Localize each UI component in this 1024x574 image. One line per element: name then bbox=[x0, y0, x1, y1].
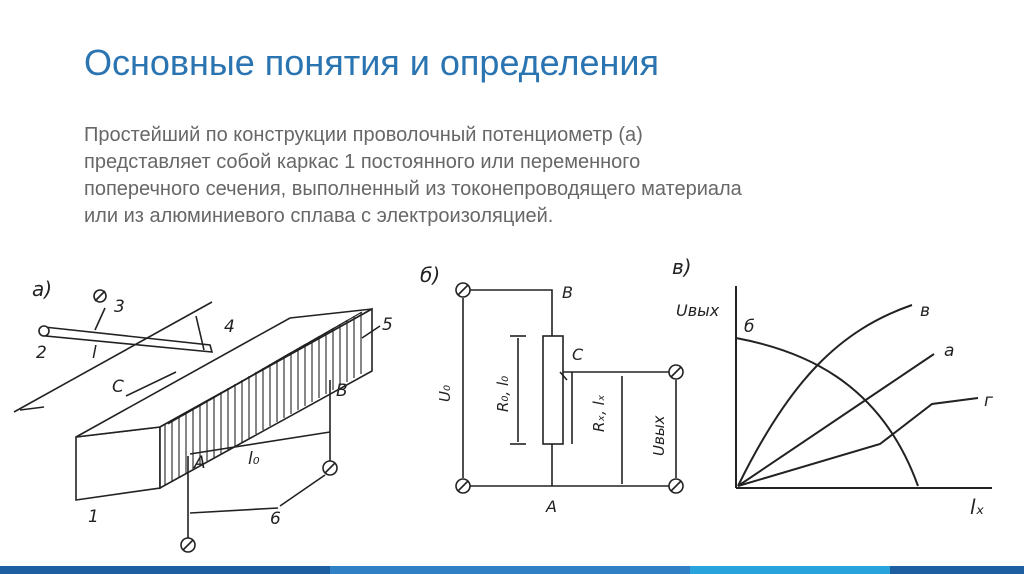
resistor bbox=[542, 335, 564, 445]
figure-b-label: б) bbox=[420, 263, 440, 287]
circuit-label-b: B bbox=[562, 283, 573, 302]
figure-c-label: в) bbox=[672, 255, 692, 279]
footer-stripe bbox=[0, 566, 1024, 574]
circuit-label-c: C bbox=[572, 345, 584, 364]
figure-a-label: а) bbox=[32, 277, 52, 301]
slide-paragraph: Простейший по конструкции проволочный по… bbox=[84, 122, 964, 230]
label-6: 6 bbox=[270, 509, 281, 529]
label-b: B bbox=[336, 381, 348, 401]
curve-b bbox=[735, 337, 919, 487]
circuit-label-r0: R₀, l₀ bbox=[494, 376, 512, 412]
label-l: l bbox=[92, 343, 97, 363]
stripe-segment bbox=[890, 566, 1024, 574]
frame-front bbox=[75, 426, 161, 501]
circuit-label-a: A bbox=[545, 497, 557, 516]
label-1: 1 bbox=[88, 507, 99, 527]
wire-winding bbox=[164, 311, 363, 485]
curve-b-label: б bbox=[744, 317, 754, 337]
paragraph-line: представляет собой каркас 1 постоянного … bbox=[84, 151, 641, 173]
label-4: 4 bbox=[224, 317, 235, 337]
figure-b: б) B C A U₀ R₀, l₀ Rₓ, lₓ Uвых bbox=[420, 263, 684, 516]
label-5: 5 bbox=[382, 315, 393, 335]
potentiometer-figure: а) bbox=[13, 255, 993, 553]
slide-title: Основные понятия и определения bbox=[84, 42, 660, 83]
stripe-segment bbox=[0, 566, 330, 574]
curve-a bbox=[737, 353, 935, 487]
label-a: A bbox=[193, 453, 206, 473]
label-2: 2 bbox=[36, 343, 47, 363]
curve-v bbox=[737, 304, 913, 487]
label-c: C bbox=[112, 377, 124, 397]
paragraph-line: поперечного сечения, выполненный из токо… bbox=[84, 178, 742, 200]
graph-x-label: lₓ bbox=[970, 495, 985, 519]
paragraph-line: или из алюминиевого сплава с электроизол… bbox=[84, 205, 554, 227]
circuit-label-u0: U₀ bbox=[436, 385, 454, 402]
label-3: 3 bbox=[114, 297, 125, 317]
circuit-label-rx: Rₓ, lₓ bbox=[590, 394, 608, 432]
stripe-segment bbox=[330, 566, 690, 574]
paragraph-line: Простейший по конструкции проволочный по… bbox=[84, 124, 643, 146]
figure-c: в) Uвых lₓ в а г б bbox=[672, 255, 993, 519]
curve-g-label: г bbox=[984, 391, 993, 411]
figure-a: а) bbox=[13, 277, 393, 553]
circuit-label-uout: Uвых bbox=[650, 415, 668, 456]
label-l0: l₀ bbox=[248, 449, 260, 469]
curve-a-label: а bbox=[944, 341, 954, 361]
stripe-segment bbox=[690, 566, 890, 574]
graph-y-label: Uвых bbox=[676, 301, 720, 320]
curve-v-label: в bbox=[920, 301, 930, 321]
curve-g bbox=[737, 397, 979, 487]
